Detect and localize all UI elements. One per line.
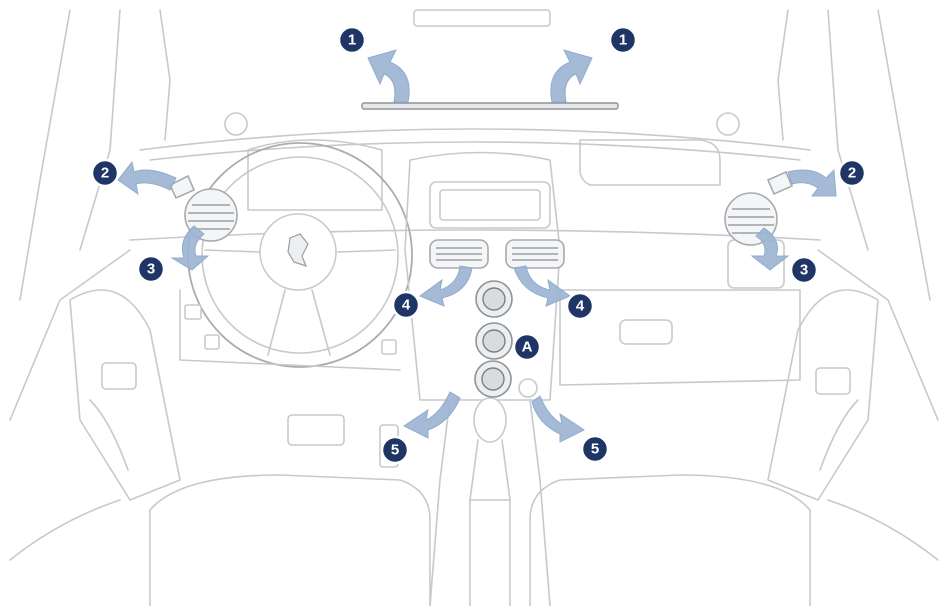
svg-text:3: 3: [147, 261, 155, 278]
airflow-arrow-side-window-right: [787, 168, 837, 197]
airflow-arrow-windscreen-right: [550, 49, 593, 103]
dashboard: [129, 112, 821, 241]
door-right: [767, 289, 879, 501]
airflow-arrows: [117, 49, 837, 443]
svg-text:1: 1: [619, 32, 627, 49]
cabin-outline: [9, 9, 939, 561]
callout-2-right: 2: [837, 158, 867, 188]
climate-controls: [474, 280, 538, 398]
svg-text:5: 5: [591, 441, 599, 458]
callout-a: A: [512, 332, 542, 362]
rear-view-mirror: [413, 9, 551, 27]
side-vent-left: [184, 188, 238, 242]
airflow-arrow-side-vent-left: [170, 225, 210, 271]
glove-box-handle: [619, 319, 673, 345]
callout-2-left: 2: [90, 158, 120, 188]
callout-1-left: 1: [337, 25, 367, 55]
steering-wheel: [187, 139, 413, 368]
svg-text:3: 3: [800, 262, 808, 279]
front-seats: [149, 474, 811, 606]
svg-text:2: 2: [101, 165, 109, 182]
callout-5-left: 5: [380, 435, 410, 465]
temperature-knob[interactable]: [474, 360, 512, 398]
svg-text:4: 4: [576, 298, 585, 315]
airflow-arrow-windscreen-left: [367, 49, 410, 103]
svg-text:A: A: [522, 339, 533, 356]
airflow-arrow-side-window-left: [117, 160, 177, 196]
lower-dash-left: [179, 289, 401, 468]
recirculation-button[interactable]: [518, 378, 538, 398]
callout-4-right: 4: [565, 291, 595, 321]
callout-3-right: 3: [789, 255, 819, 285]
pedal: [287, 414, 345, 446]
airflow-arrow-central-vent-left: [418, 265, 473, 307]
callouts: 1 1 2 2 3 3 4 4: [90, 25, 867, 465]
airflow-arrow-footwell-left: [403, 391, 461, 439]
callout-1-right: 1: [608, 25, 638, 55]
door-left: [69, 289, 181, 501]
airflow-arrow-central-vent-right: [513, 265, 572, 307]
svg-text:2: 2: [848, 165, 856, 182]
callout-3-left: 3: [136, 254, 166, 284]
callout-5-right: 5: [580, 434, 610, 464]
fan-speed-knob[interactable]: [475, 280, 513, 318]
side-window-demister-left: [168, 174, 196, 200]
svg-text:1: 1: [348, 32, 356, 49]
central-vent-left: [429, 239, 489, 269]
brand-emblem-icon: [287, 233, 309, 267]
windscreen-demister-strip: [361, 102, 619, 110]
centre-console: [404, 151, 561, 606]
side-window-demister-right: [766, 170, 794, 196]
svg-text:4: 4: [402, 297, 411, 314]
svg-text:5: 5: [391, 442, 399, 459]
central-vent-right: [505, 239, 565, 269]
airflow-arrow-side-vent-right: [750, 227, 790, 271]
callout-4-left: 4: [391, 290, 421, 320]
air-distribution-knob[interactable]: [475, 322, 513, 360]
airflow-arrow-footwell-right: [531, 395, 585, 443]
gear-lever: [473, 397, 507, 443]
